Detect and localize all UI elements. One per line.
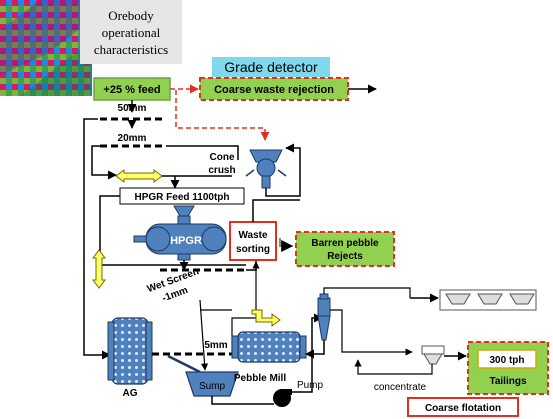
pump-label: Pump (297, 380, 324, 391)
flotation-bank (439, 289, 537, 311)
concentrate-return-line (354, 359, 433, 375)
sump-tank (185, 371, 239, 397)
screen-50mm-label: 50mm (118, 103, 147, 114)
screen-20mm-label: 20mm (118, 133, 147, 144)
waste-sorting-to-cone-line (252, 199, 300, 222)
hpgr-label: HPGR (170, 235, 202, 247)
hpgr-recycle-left-line (99, 195, 246, 266)
hpgr-unit (133, 205, 227, 261)
ag-mill (107, 317, 153, 385)
waste-to-cone-line (175, 90, 270, 141)
sump-label: Sump (199, 381, 226, 392)
feed-label: +25 % feed (103, 84, 160, 96)
orebody-caption-line3: characteristics (94, 42, 168, 57)
hpgr-feed-label: HPGR Feed 1100tph (134, 192, 229, 203)
screen-20-undersize-line (91, 145, 117, 180)
orebody-caption-line1: Orebody (108, 8, 154, 23)
coarse-flotation-label: Coarse flotation (425, 403, 501, 414)
barren-pebble-box (295, 231, 395, 267)
barren-pebble-label-line1: Barren pebble (311, 238, 379, 249)
cone-recirculation-line (265, 143, 301, 197)
barren-pebble-label-line2: Rejects (327, 251, 363, 262)
cyclone-overflow-line (323, 287, 411, 298)
cone-crusher (245, 149, 287, 189)
wet-screen-undersize-to-sump (199, 299, 209, 371)
pebble-mill (231, 331, 307, 363)
sump-to-pump-line (211, 396, 274, 405)
tph-box (477, 349, 537, 369)
screen-oversize-to-ag-line (83, 118, 111, 360)
cone-crush-label-line1: Cone (210, 152, 235, 163)
grade-detector-label-bg (212, 57, 330, 77)
waste-sorting-box (229, 221, 277, 261)
orebody-caption-line2: operational (102, 25, 161, 40)
pump (273, 389, 292, 407)
orebody-image (0, 0, 92, 96)
ag-discharge-blue-line (167, 354, 201, 374)
waste-sorting-label-line1: Waste (238, 230, 268, 241)
coarse-waste-rejection-box (199, 77, 349, 101)
yellow-bypass-arrow-mill (251, 309, 281, 327)
screen-to-cone-line (166, 145, 239, 160)
screen-5mm-label: 5mm (204, 340, 227, 351)
underflow-to-pebble-mill (305, 340, 325, 359)
coarse-waste-rejection-label: Coarse waste rejection (214, 84, 334, 96)
orebody-caption-box (80, 0, 182, 64)
cyclone-to-flotation-cell (330, 309, 413, 356)
coarse-flotation-box (407, 397, 519, 417)
pebble-mill-label: Pebble Mill (234, 373, 286, 384)
waste-sorting-reject-arrow (279, 238, 294, 252)
cone-crush-label-line2: crush (208, 165, 235, 176)
cyclone (317, 293, 331, 341)
tph-label: 300 tph (489, 355, 524, 366)
coarse-flotation-cell (421, 345, 445, 365)
grade-detector-label: Grade detector (224, 59, 318, 75)
waste-sorting-label-line2: sorting (236, 244, 270, 255)
tailings-label: Tailings (489, 376, 526, 387)
ag-label: AG (123, 388, 138, 399)
yellow-bypass-arrow-top (115, 169, 163, 183)
concentrate-label: concentrate (374, 382, 427, 393)
yellow-bypass-arrow-left (92, 249, 106, 289)
